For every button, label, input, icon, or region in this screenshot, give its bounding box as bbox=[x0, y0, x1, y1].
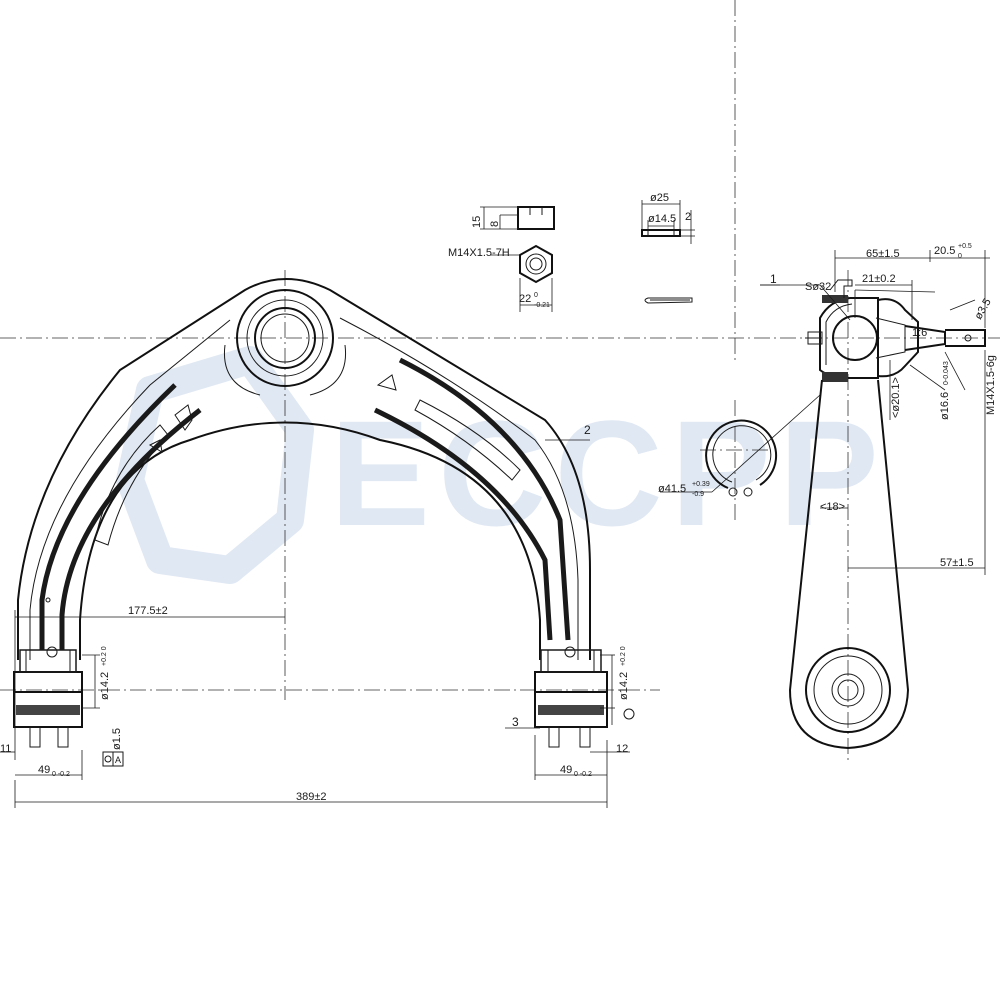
dim-stud-dia-tol: 0-0.043 bbox=[943, 361, 950, 385]
dim-stud-tip-tol-top: +0.5 bbox=[958, 243, 972, 250]
dim-nut-thread: M14X1.5-7H bbox=[448, 247, 510, 259]
dim-stud-taper: 1:6 bbox=[912, 327, 927, 339]
dim-washer-od: ø25 bbox=[650, 192, 669, 204]
watermark-text: ECCPP bbox=[330, 389, 887, 557]
dim-side-18: <18> bbox=[820, 501, 845, 513]
dim-clip-tol-bot: -0.9 bbox=[692, 491, 704, 498]
dim-ball-offset: 21±0.2 bbox=[862, 273, 896, 285]
dim-bush-left-tol: +0.2 0 bbox=[101, 646, 108, 666]
ball-joint-dims bbox=[760, 250, 990, 420]
dim-boot-dia: <ø20.1> bbox=[890, 377, 902, 418]
dim-bush-right: ø14.2 bbox=[618, 672, 630, 700]
callout-part-1: 1 bbox=[770, 272, 777, 286]
dim-bush-w-left-tol: 0 -0.2 bbox=[52, 771, 70, 778]
dim-offset-right: 12 bbox=[616, 743, 628, 755]
dim-side-57: 57±1.5 bbox=[940, 557, 974, 569]
control-arm-side bbox=[788, 350, 986, 750]
bushing-right bbox=[534, 649, 608, 748]
bushing-left bbox=[13, 649, 83, 748]
dim-bush-w-right: 49 bbox=[560, 764, 572, 776]
dim-nut-width: 22 bbox=[519, 293, 531, 305]
dim-half-span: 177.5±2 bbox=[128, 605, 168, 617]
dim-nut-width-tol-bot: -0.21 bbox=[534, 302, 550, 309]
dim-nut-slot: 8 bbox=[489, 221, 501, 227]
retaining-clip bbox=[660, 394, 821, 497]
callout-part-2: 2 bbox=[584, 423, 591, 437]
dim-bush-left: ø14.2 bbox=[99, 672, 111, 700]
watermark: ECCPP bbox=[116, 346, 887, 584]
dim-clip-tol-top: +0.39 bbox=[692, 481, 710, 488]
dim-offset-left: 11 bbox=[0, 743, 11, 755]
dim-ball-stud-len: 65±1.5 bbox=[866, 248, 900, 260]
control-arm-front bbox=[17, 278, 591, 660]
dim-datum: A bbox=[115, 755, 121, 765]
dim-clip-dia: ø41.5 bbox=[658, 483, 686, 495]
callout-part-3: 3 bbox=[512, 715, 519, 729]
dim-overall-span: 389±2 bbox=[296, 791, 327, 803]
castle-nut bbox=[480, 206, 555, 312]
watermark-logo bbox=[116, 346, 314, 584]
dim-stud-tip-tol-bot: 0 bbox=[958, 253, 962, 260]
washer bbox=[641, 200, 695, 244]
dim-nut-width-tol-top: 0 bbox=[534, 292, 538, 299]
ball-joint-section bbox=[805, 279, 986, 382]
front-view-dims bbox=[0, 284, 780, 808]
dim-coax: ø1.5 bbox=[111, 728, 123, 750]
dim-bush-w-right-tol: 0 -0.2 bbox=[574, 771, 592, 778]
dim-stud-thread: M14X1.5-6g bbox=[985, 355, 997, 415]
dim-bush-w-left: 49 bbox=[38, 764, 50, 776]
dim-nut-height: 15 bbox=[471, 216, 483, 228]
dim-ball-sphere: Sø32 bbox=[805, 281, 831, 293]
cotter-pin bbox=[644, 297, 693, 304]
dim-stud-dia: ø16.6 bbox=[939, 392, 951, 420]
dim-stud-tip: 20.5 bbox=[934, 245, 955, 257]
dim-washer-id: ø14.5 bbox=[648, 213, 676, 225]
dim-stud-pin: ø3.5 bbox=[972, 297, 993, 322]
dim-washer-thk: 2 bbox=[685, 211, 691, 223]
dim-bush-right-tol: +0.2 0 bbox=[620, 646, 627, 666]
